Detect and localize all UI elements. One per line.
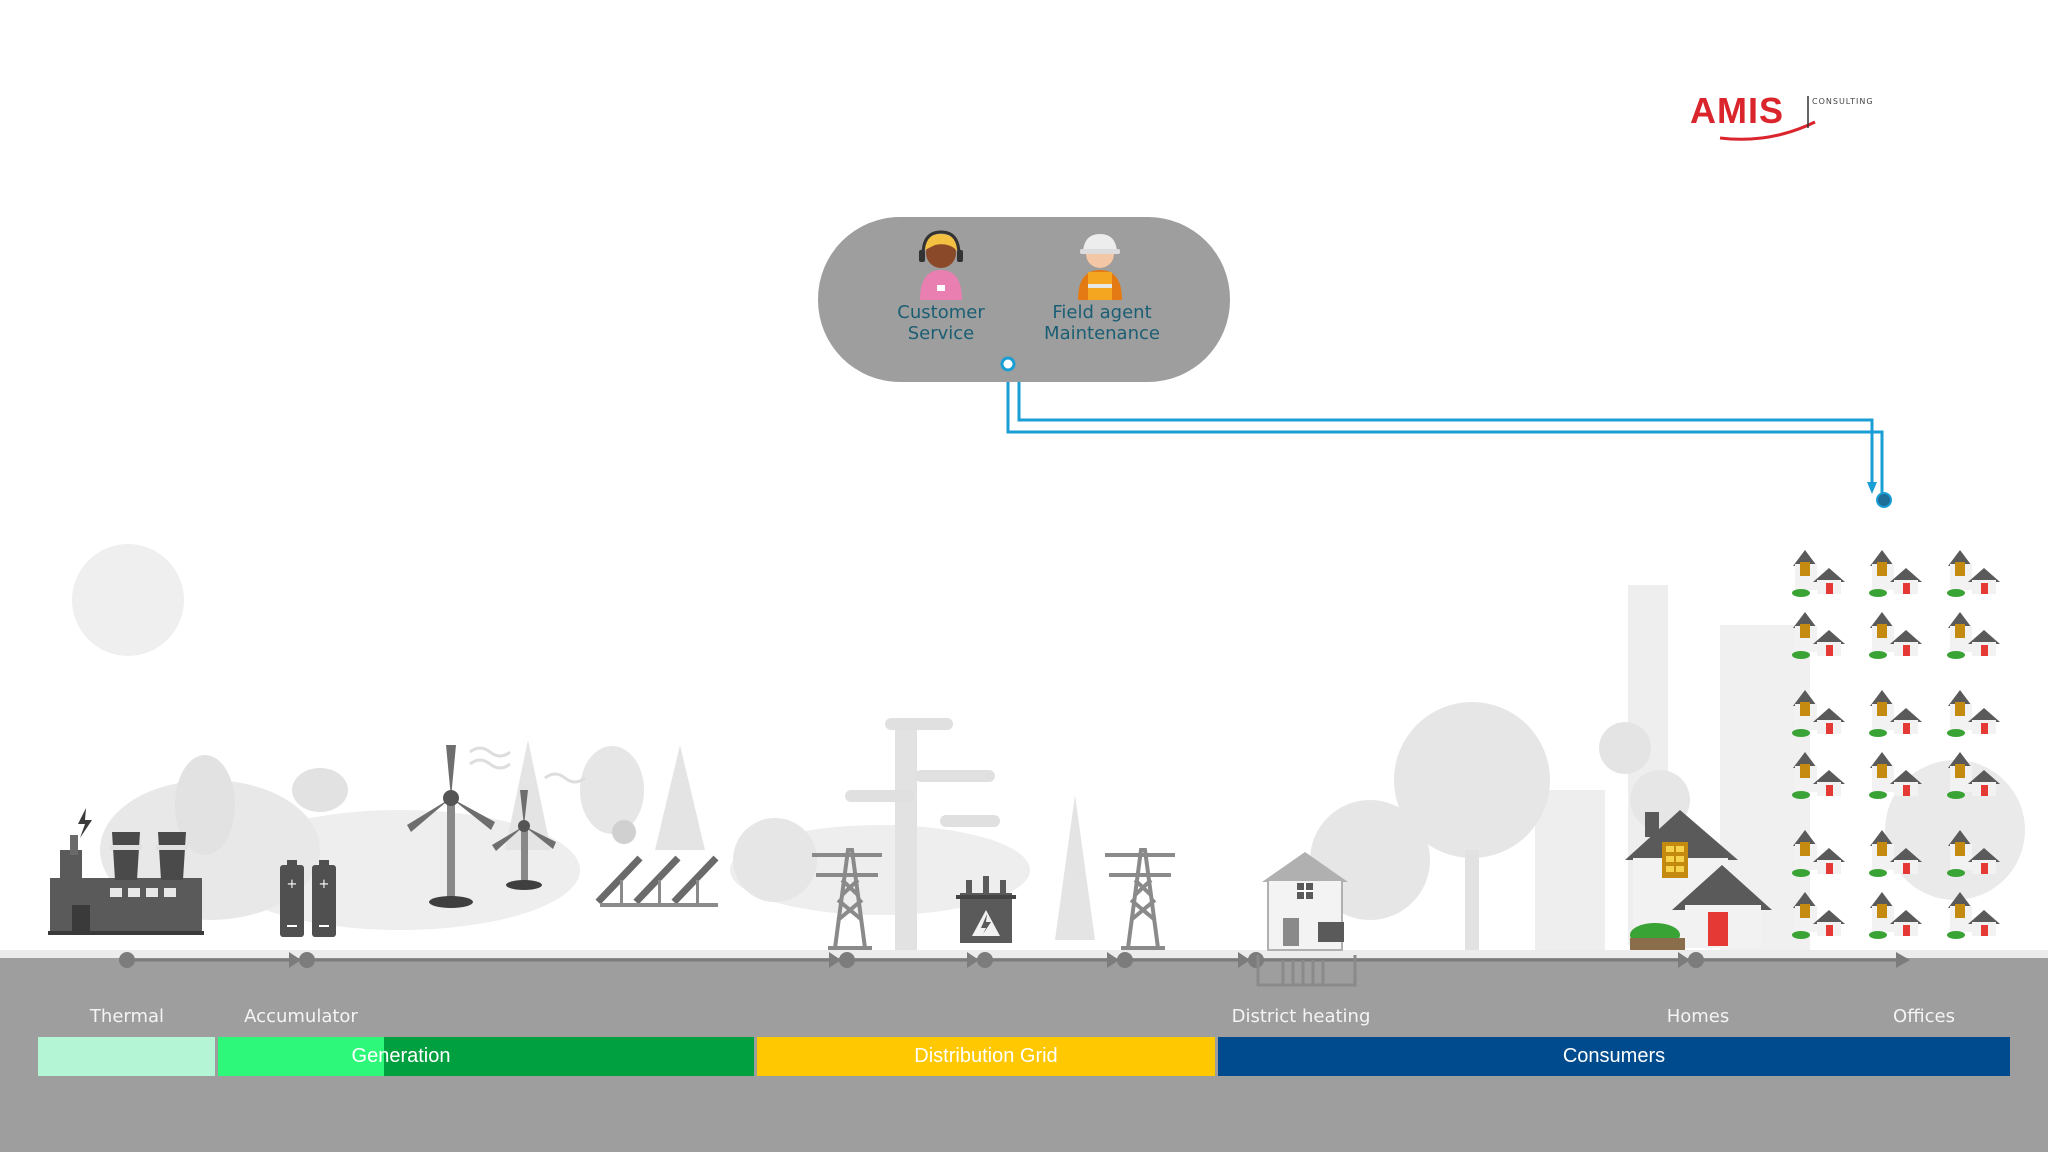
logo-text: AMIS (1690, 90, 1784, 131)
office-house-icon (1947, 892, 2000, 939)
logo-subtext: CONSULTING (1812, 97, 1874, 106)
background-scenery (72, 544, 2025, 955)
office-house-icon (1792, 612, 1845, 659)
home-icon (1625, 810, 1772, 950)
office-house-icon (1869, 892, 1922, 939)
accumulator-label: Accumulator (244, 1006, 358, 1027)
consumers-label: Consumers (1562, 1045, 1666, 1067)
amis-logo: AMIS CONSULTING (1690, 88, 1900, 148)
generation-label: Generation (351, 1045, 451, 1067)
office-house-icon (1947, 752, 2000, 799)
offices-label: Offices (1893, 1006, 1955, 1027)
pipeline (119, 952, 1910, 968)
thermal-label: Thermal (89, 1006, 165, 1027)
generation-segment-bar: Generation (218, 1037, 754, 1076)
customer-service-label: Customer Service (897, 302, 985, 344)
district-heating-node (1238, 952, 1264, 968)
customer-service-icon (919, 230, 963, 300)
office-house-icon (1947, 830, 2000, 877)
field-agent-icon (1078, 234, 1122, 300)
office-house-icon (1792, 752, 1845, 799)
office-house-icon (1792, 690, 1845, 737)
district-heating-label: District heating (1231, 1006, 1371, 1027)
offices-connector-dot (1876, 492, 1892, 508)
office-house-icon (1869, 612, 1922, 659)
tower1-node (829, 952, 855, 968)
office-house-icon (1792, 550, 1845, 597)
team-bubble (818, 217, 1230, 382)
accumulator-node (289, 952, 315, 968)
consumers-segment-bar: Consumers (1218, 1037, 2010, 1076)
transmission-tower-icon-1 (812, 848, 882, 950)
svg-text:+: + (319, 877, 330, 892)
transformer-icon (956, 876, 1016, 943)
offices-icon-grid (1792, 550, 2000, 939)
office-house-icon (1869, 830, 1922, 877)
distribution-segment-bar: Distribution Grid (757, 1037, 1215, 1076)
tower2-node (1107, 952, 1133, 968)
office-house-icon (1792, 892, 1845, 939)
office-house-icon (1947, 612, 2000, 659)
offices-node (1896, 952, 1910, 968)
accumulator-icon: + + (280, 860, 336, 937)
homes-node (1678, 952, 1704, 968)
wind-turbines-icon (407, 745, 586, 908)
solar-panels-icon (595, 820, 719, 907)
office-house-icon (1947, 690, 2000, 737)
distribution-label: Distribution Grid (914, 1045, 1058, 1067)
thermal-plant-icon (48, 808, 204, 935)
thermal-node (119, 952, 135, 968)
office-house-icon (1792, 830, 1845, 877)
office-house-icon (1869, 550, 1922, 597)
ground-highlight (0, 950, 2048, 960)
thermal-segment-bar (38, 1037, 215, 1076)
office-house-icon (1947, 550, 2000, 597)
transformer-node (967, 952, 993, 968)
communication-link (1006, 364, 1884, 500)
transmission-tower-icon-2 (1105, 848, 1175, 950)
bubble-connector-dot (1000, 356, 1016, 372)
district-heating-icon (1256, 852, 1357, 987)
logo-swoosh-icon (1719, 96, 1816, 141)
office-house-icon (1869, 752, 1922, 799)
field-agent-label: Field agent Maintenance (1044, 302, 1160, 344)
office-house-icon (1869, 690, 1922, 737)
svg-text:+: + (287, 877, 298, 892)
homes-label: Homes (1666, 1006, 1730, 1027)
